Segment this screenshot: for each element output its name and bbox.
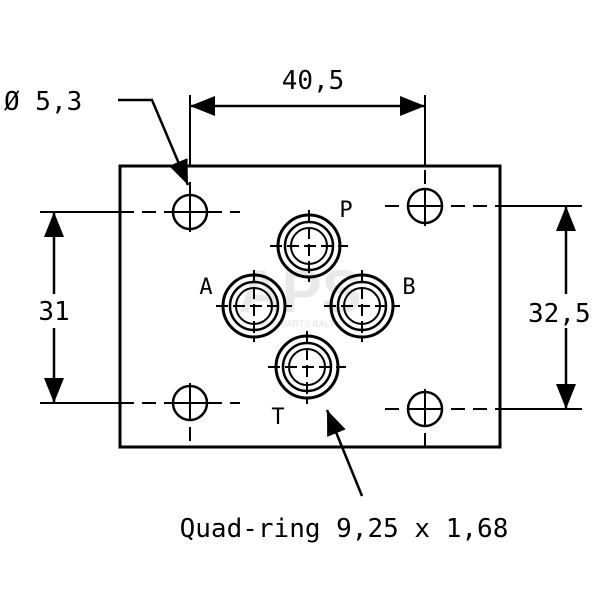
left-height-label: 31 <box>38 297 69 327</box>
hole-diameter-leader <box>118 98 190 186</box>
port-label-b: B <box>402 275 415 300</box>
port-label-t: T <box>271 405 284 430</box>
port-label-a: A <box>199 275 212 300</box>
mounting-holes <box>171 187 444 428</box>
width-dimension-label: 40,5 <box>282 66 345 96</box>
port-b <box>324 270 400 342</box>
watermark-subtext: AGRI PARTS BALTIC <box>256 319 344 329</box>
mounting-hole-bottom-left <box>171 384 209 422</box>
mounting-hole-top-right <box>406 187 444 225</box>
hole-diameter-label: Ø 5,3 <box>4 87 82 117</box>
seal-note-leader <box>325 409 364 497</box>
right-label-bg <box>526 294 600 328</box>
mounting-hole-bottom-right <box>406 390 444 428</box>
plate-outline <box>118 164 502 449</box>
port-t <box>268 331 346 404</box>
port-a <box>216 270 292 342</box>
right-height-label: 32,5 <box>528 299 591 329</box>
port-label-p: P <box>339 198 352 223</box>
seal-note-label: Quad-ring 9,25 x 1,68 <box>180 514 509 544</box>
ports <box>216 210 400 404</box>
port-p <box>270 210 348 282</box>
mounting-hole-top-left <box>171 193 209 231</box>
left-label-bg <box>30 294 80 328</box>
